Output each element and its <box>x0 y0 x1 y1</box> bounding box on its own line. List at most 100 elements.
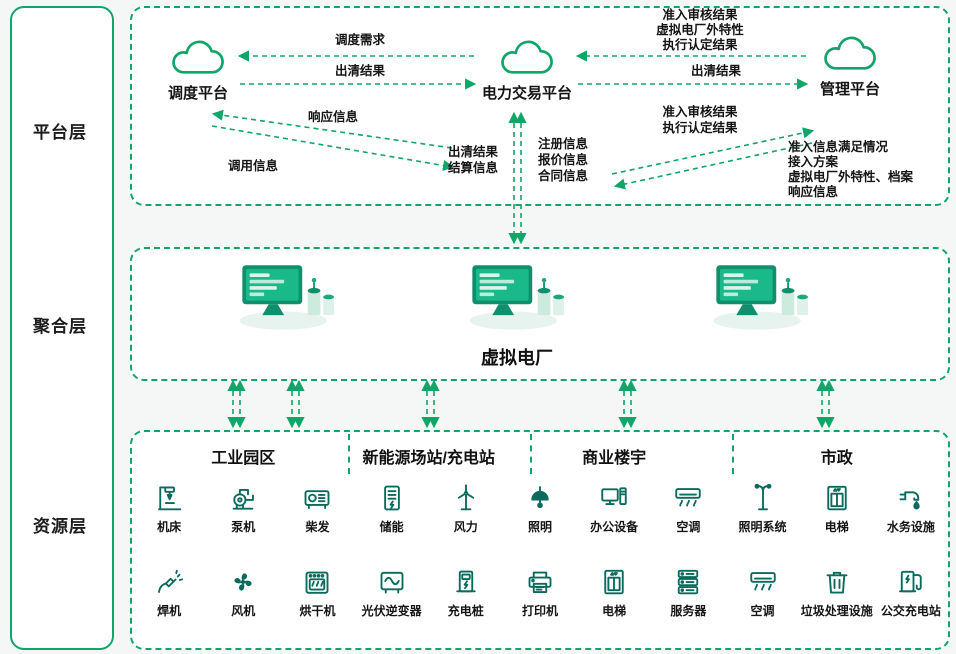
resource-category-row: 工业园区 新能源场站/充电站 商业楼宇 市政 <box>132 444 948 468</box>
welder-icon <box>154 566 184 598</box>
server-icon <box>673 566 703 598</box>
flow-contract-info: 合同信息 <box>537 169 588 183</box>
cloud-icon <box>169 36 227 81</box>
resource-row-1: 机床 泵机 柴发 储能 风力 照明 <box>132 482 948 535</box>
resource-item-pv-inverter: 光伏逆变器 <box>355 566 429 619</box>
resource-label: 公交充电站 <box>880 604 941 618</box>
resource-label: 储能 <box>379 520 404 534</box>
fan-icon <box>228 566 258 598</box>
wind-turbine-icon <box>451 482 481 514</box>
flow-clearing-result-right: 出清结果 <box>690 64 741 78</box>
vpp-title: 虚拟电厂 <box>481 348 553 368</box>
platform-layer-label: 平台层 <box>33 123 87 142</box>
charging-pile-icon <box>451 566 481 598</box>
resource-label: 照明 <box>527 520 552 534</box>
resource-item-energy-storage: 储能 <box>355 482 429 535</box>
resource-item-diesel-generator: 柴发 <box>280 482 354 535</box>
flow-admission-stack: 准入审核结果 虚拟电厂外特性 执行认定结果 <box>628 8 772 53</box>
resource-item-printer: 打印机 <box>503 566 577 619</box>
office-equipment-icon <box>599 482 629 514</box>
resource-label: 烘干机 <box>299 604 336 618</box>
resource-label: 风机 <box>231 604 256 618</box>
flow-dispatch-demand: 调度需求 <box>334 33 385 47</box>
aggregation-layer-label: 聚合层 <box>33 317 87 336</box>
resource-item-bus-charging: 公交充电站 <box>874 566 948 619</box>
trading-platform-node: 电力交易平台 <box>479 36 575 103</box>
resource-label: 机床 <box>157 520 182 534</box>
resource-item-air-conditioner-2: 空调 <box>725 566 799 619</box>
resource-label: 服务器 <box>670 604 707 618</box>
resource-item-lighting-system: 照明系统 <box>725 482 799 535</box>
resource-layer-label: 资源层 <box>33 517 87 536</box>
flow-vpp-external-archive: 虚拟电厂外特性、档案 <box>788 170 914 184</box>
category-municipal: 市政 <box>820 450 853 467</box>
flow-register-stack: 注册信息 报价信息 合同信息 <box>528 136 598 184</box>
resource-label: 空调 <box>750 604 775 618</box>
machine-tool-icon <box>154 482 184 514</box>
printer-icon <box>525 566 555 598</box>
vpp-illustration <box>456 260 574 339</box>
platform-layer-box <box>130 6 950 206</box>
resource-label: 空调 <box>676 520 701 534</box>
water-facility-icon <box>896 482 926 514</box>
resource-item-server: 服务器 <box>651 566 725 619</box>
category-separator <box>348 434 350 474</box>
dryer-icon <box>302 566 332 598</box>
resource-item-dryer: 烘干机 <box>280 566 354 619</box>
flow-admission-review: 准入审核结果 <box>662 8 738 22</box>
resource-label: 电梯 <box>824 520 849 534</box>
flow-execution-result-mid: 执行认定结果 <box>662 121 738 135</box>
resource-item-charging-pile: 充电桩 <box>429 566 503 619</box>
flow-execution-result: 执行认定结果 <box>662 38 738 52</box>
resource-label: 光伏逆变器 <box>361 604 422 618</box>
resource-row-2: 焊机 风机 烘干机 光伏逆变器 充电桩 打印机 <box>132 566 948 619</box>
resource-item-fan: 风机 <box>206 566 280 619</box>
flow-management-info-stack: 准入信息满足情况 接入方案 虚拟电厂外特性、档案 响应信息 <box>788 140 948 200</box>
flow-call-info: 调用信息 <box>227 159 278 173</box>
resource-label: 垃圾处理设施 <box>800 604 873 618</box>
resource-label: 水务设施 <box>886 520 935 534</box>
flow-quote-info: 报价信息 <box>537 153 588 167</box>
resource-item-waste-facility: 垃圾处理设施 <box>800 566 874 619</box>
resource-item-wind-power: 风力 <box>429 482 503 535</box>
flow-clearing-settlement-stack: 出清结果 结算信息 <box>438 144 508 176</box>
platform-name: 管理平台 <box>819 81 880 98</box>
flow-register-info: 注册信息 <box>537 137 588 151</box>
resource-label: 办公设备 <box>590 520 639 534</box>
resource-label: 焊机 <box>157 604 182 618</box>
flow-admission-satisfaction: 准入信息满足情况 <box>788 140 889 154</box>
category-separator <box>732 434 734 474</box>
flow-clearing-result-left: 出清结果 <box>334 64 385 78</box>
resource-item-pump: 泵机 <box>206 482 280 535</box>
resource-item-welder: 焊机 <box>132 566 206 619</box>
flow-vpp-external: 虚拟电厂外特性 <box>656 23 744 37</box>
flow-access-plan: 接入方案 <box>788 155 839 169</box>
resource-item-elevator: 电梯 <box>800 482 874 535</box>
resource-label: 风力 <box>453 520 478 534</box>
street-light-icon <box>748 482 778 514</box>
flow-settlement-info: 结算信息 <box>447 161 498 175</box>
dispatch-platform-node: 调度平台 <box>150 36 246 103</box>
category-separator <box>530 434 532 474</box>
vpp-illustration <box>226 260 344 339</box>
resource-item-water-facility: 水务设施 <box>874 482 948 535</box>
resource-label: 照明系统 <box>738 520 787 534</box>
air-conditioner-icon <box>748 566 778 598</box>
category-new-energy-station: 新能源场站/充电站 <box>362 450 495 467</box>
resource-label: 电梯 <box>602 604 627 618</box>
flow-admission-review-mid: 准入审核结果 <box>662 105 738 119</box>
cloud-icon <box>821 32 879 77</box>
elevator-icon <box>599 566 629 598</box>
resource-label: 充电桩 <box>447 604 484 618</box>
pump-icon <box>228 482 258 514</box>
resource-item-air-conditioner: 空调 <box>651 482 725 535</box>
diesel-generator-icon <box>302 482 332 514</box>
pendant-lamp-icon <box>525 482 555 514</box>
resource-item-office-equipment: 办公设备 <box>577 482 651 535</box>
waste-facility-icon <box>822 566 852 598</box>
resource-item-elevator-2: 电梯 <box>577 566 651 619</box>
platform-name: 调度平台 <box>167 85 228 102</box>
resource-layer-box: 工业园区 新能源场站/充电站 商业楼宇 市政 机床 泵机 柴发 储能 <box>130 430 950 650</box>
resource-item-lighting: 照明 <box>503 482 577 535</box>
